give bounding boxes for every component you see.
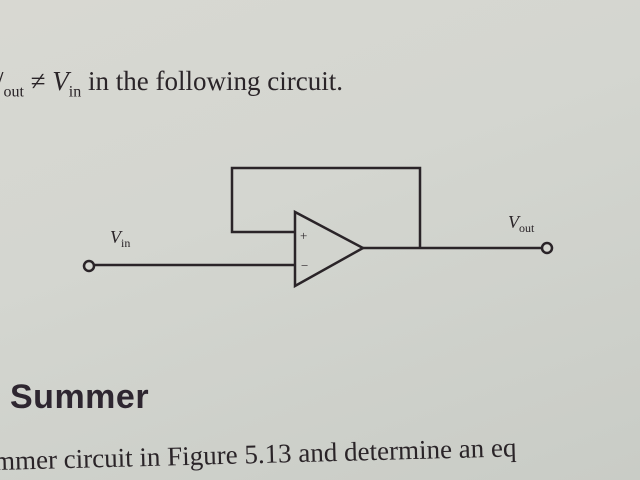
vin-label: Vin <box>110 227 130 250</box>
feedback-wire <box>230 166 422 248</box>
input-terminal <box>82 259 96 273</box>
vout-label: Vout <box>508 212 535 235</box>
vout-subscript: out <box>3 83 24 101</box>
vin-subscript: in <box>68 83 82 101</box>
output-terminal <box>540 241 554 255</box>
vin-symbol: V <box>52 66 69 96</box>
statement-text: in the following circuit. <box>81 66 343 96</box>
statement-line: /out ≠ Vin in the following circuit. <box>0 66 343 101</box>
minus-sign: − <box>301 258 308 273</box>
not-equal-sign: ≠ <box>23 66 53 96</box>
section-heading: Summer <box>10 378 150 416</box>
plus-sign: + <box>300 228 307 243</box>
op-amp-symbol <box>293 209 366 289</box>
v-fragment: / <box>0 66 4 96</box>
